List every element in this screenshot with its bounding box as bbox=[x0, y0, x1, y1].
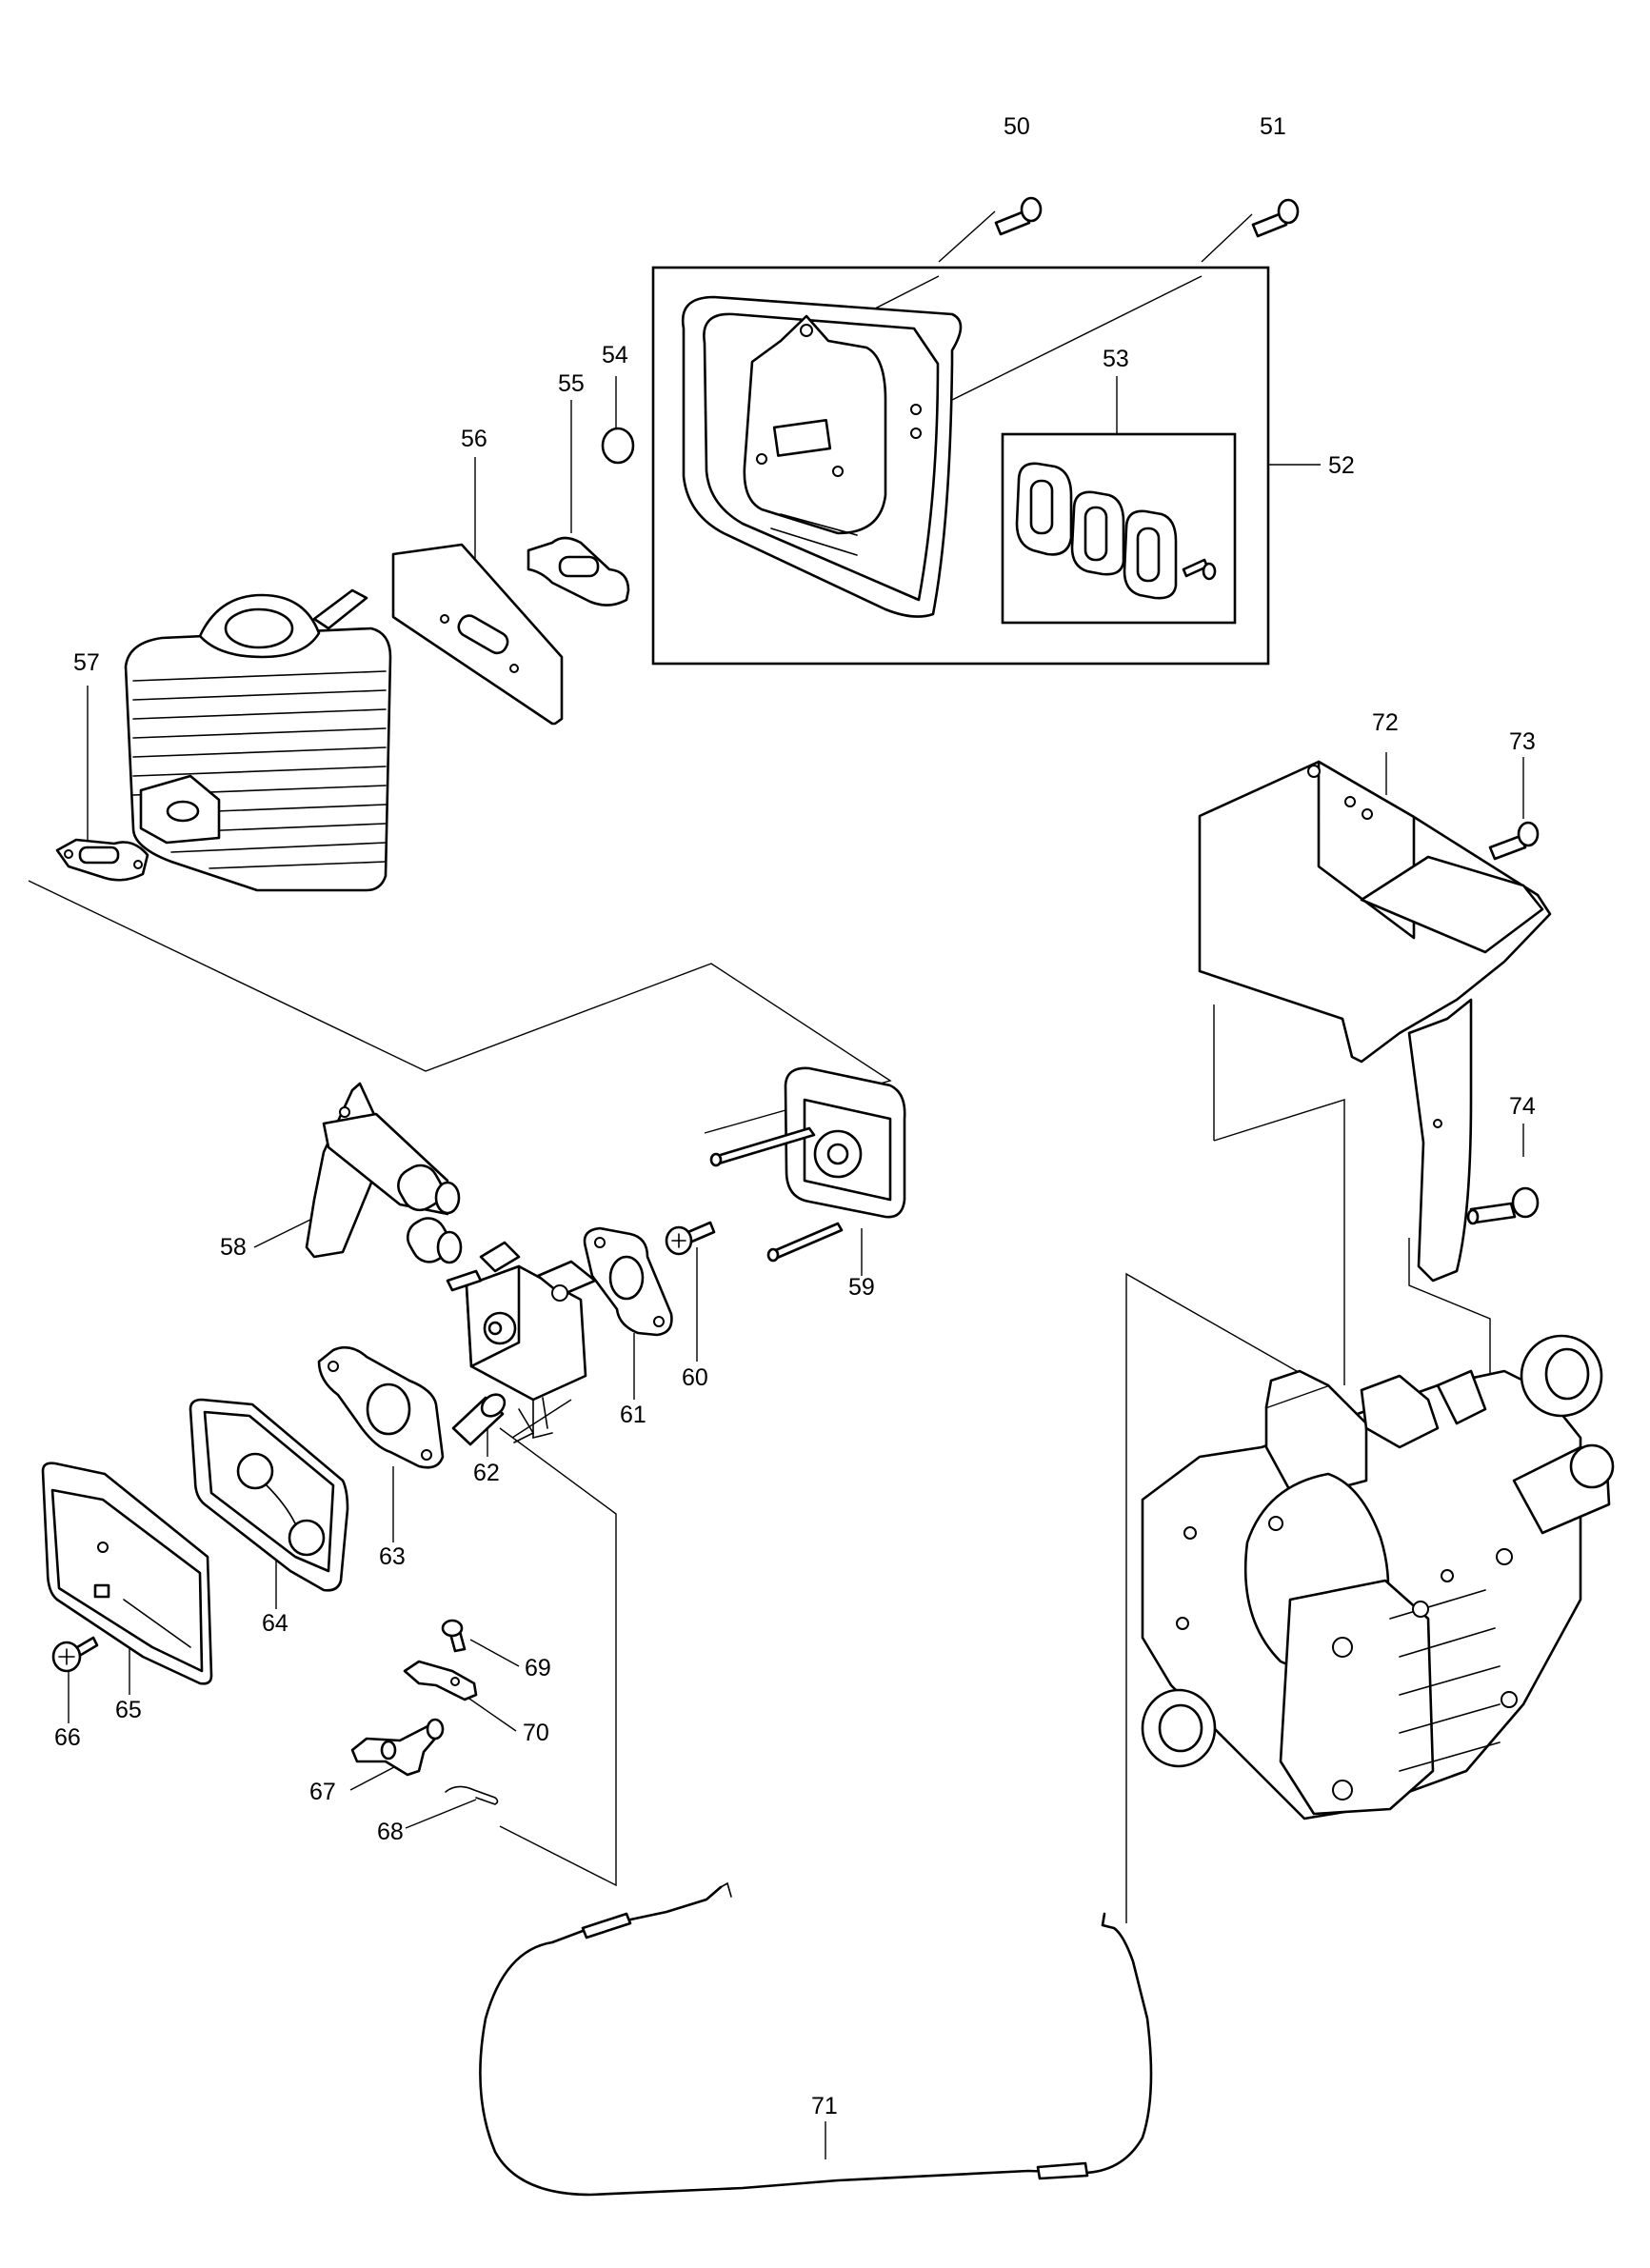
cover-72-icon bbox=[1198, 760, 1552, 1283]
bolt-51-icon bbox=[1251, 198, 1300, 238]
insulator-63-icon bbox=[317, 1345, 445, 1469]
muffler-52-icon bbox=[681, 295, 963, 618]
label-part-66: 66 bbox=[54, 1724, 81, 1751]
gasket-55-icon bbox=[527, 536, 630, 607]
label-part-55: 55 bbox=[558, 370, 585, 397]
bolt-73-icon bbox=[1488, 821, 1540, 861]
bolt-50-icon bbox=[994, 196, 1043, 236]
label-part-56: 56 bbox=[461, 426, 487, 452]
label-part-52: 52 bbox=[1328, 452, 1355, 479]
label-part-70: 70 bbox=[523, 1720, 549, 1746]
o-ring-54-icon bbox=[601, 427, 635, 465]
label-part-62: 62 bbox=[473, 1460, 500, 1486]
part-labels: 50 51 52 53 54 55 56 57 58 59 60 61 62 6… bbox=[54, 113, 1536, 2119]
bracket-70-icon bbox=[403, 1660, 478, 1701]
gasket-61-icon bbox=[583, 1226, 673, 1337]
label-part-59: 59 bbox=[848, 1274, 875, 1301]
air-filter-64-icon bbox=[189, 1398, 349, 1592]
sleeve-62-icon bbox=[451, 1393, 507, 1446]
label-part-74: 74 bbox=[1509, 1093, 1536, 1120]
bolt-74-icon bbox=[1466, 1186, 1540, 1225]
label-part-57: 57 bbox=[73, 649, 100, 676]
carburetor-icon bbox=[446, 1241, 597, 1443]
lever-67-icon bbox=[350, 1718, 445, 1777]
cable-71-icon bbox=[479, 1881, 1153, 2197]
screw-69-icon bbox=[441, 1619, 467, 1653]
label-part-65: 65 bbox=[115, 1697, 142, 1723]
label-part-63: 63 bbox=[379, 1543, 406, 1570]
label-part-60: 60 bbox=[682, 1364, 708, 1391]
heat-shield-56-icon bbox=[391, 543, 564, 726]
screw-60-icon bbox=[665, 1221, 716, 1256]
gasket-kit-box bbox=[1001, 432, 1237, 625]
gasket-kit-53-icon bbox=[1015, 462, 1217, 600]
label-part-72: 72 bbox=[1372, 709, 1399, 736]
label-part-73: 73 bbox=[1509, 728, 1536, 755]
label-part-71: 71 bbox=[811, 2093, 838, 2119]
parts bbox=[41, 196, 1615, 2197]
label-part-67: 67 bbox=[309, 1779, 336, 1805]
spring-68-icon bbox=[445, 1785, 499, 1805]
manifold-58-icon bbox=[305, 1082, 463, 1264]
pump-icon bbox=[1141, 1334, 1615, 1820]
label-part-64: 64 bbox=[262, 1610, 288, 1637]
filter-base-59-icon bbox=[709, 1066, 906, 1263]
label-part-68: 68 bbox=[377, 1819, 404, 1845]
label-part-53: 53 bbox=[1103, 346, 1129, 372]
screw-66-icon bbox=[51, 1636, 99, 1673]
label-part-69: 69 bbox=[525, 1655, 551, 1681]
label-part-58: 58 bbox=[220, 1234, 247, 1261]
label-part-50: 50 bbox=[1004, 113, 1030, 140]
label-part-54: 54 bbox=[602, 342, 628, 368]
label-part-51: 51 bbox=[1260, 113, 1286, 140]
muffler-group-box bbox=[651, 266, 1270, 666]
filter-cover-65-icon bbox=[41, 1462, 213, 1685]
label-part-61: 61 bbox=[620, 1402, 646, 1428]
cylinder-57-icon bbox=[55, 588, 392, 892]
